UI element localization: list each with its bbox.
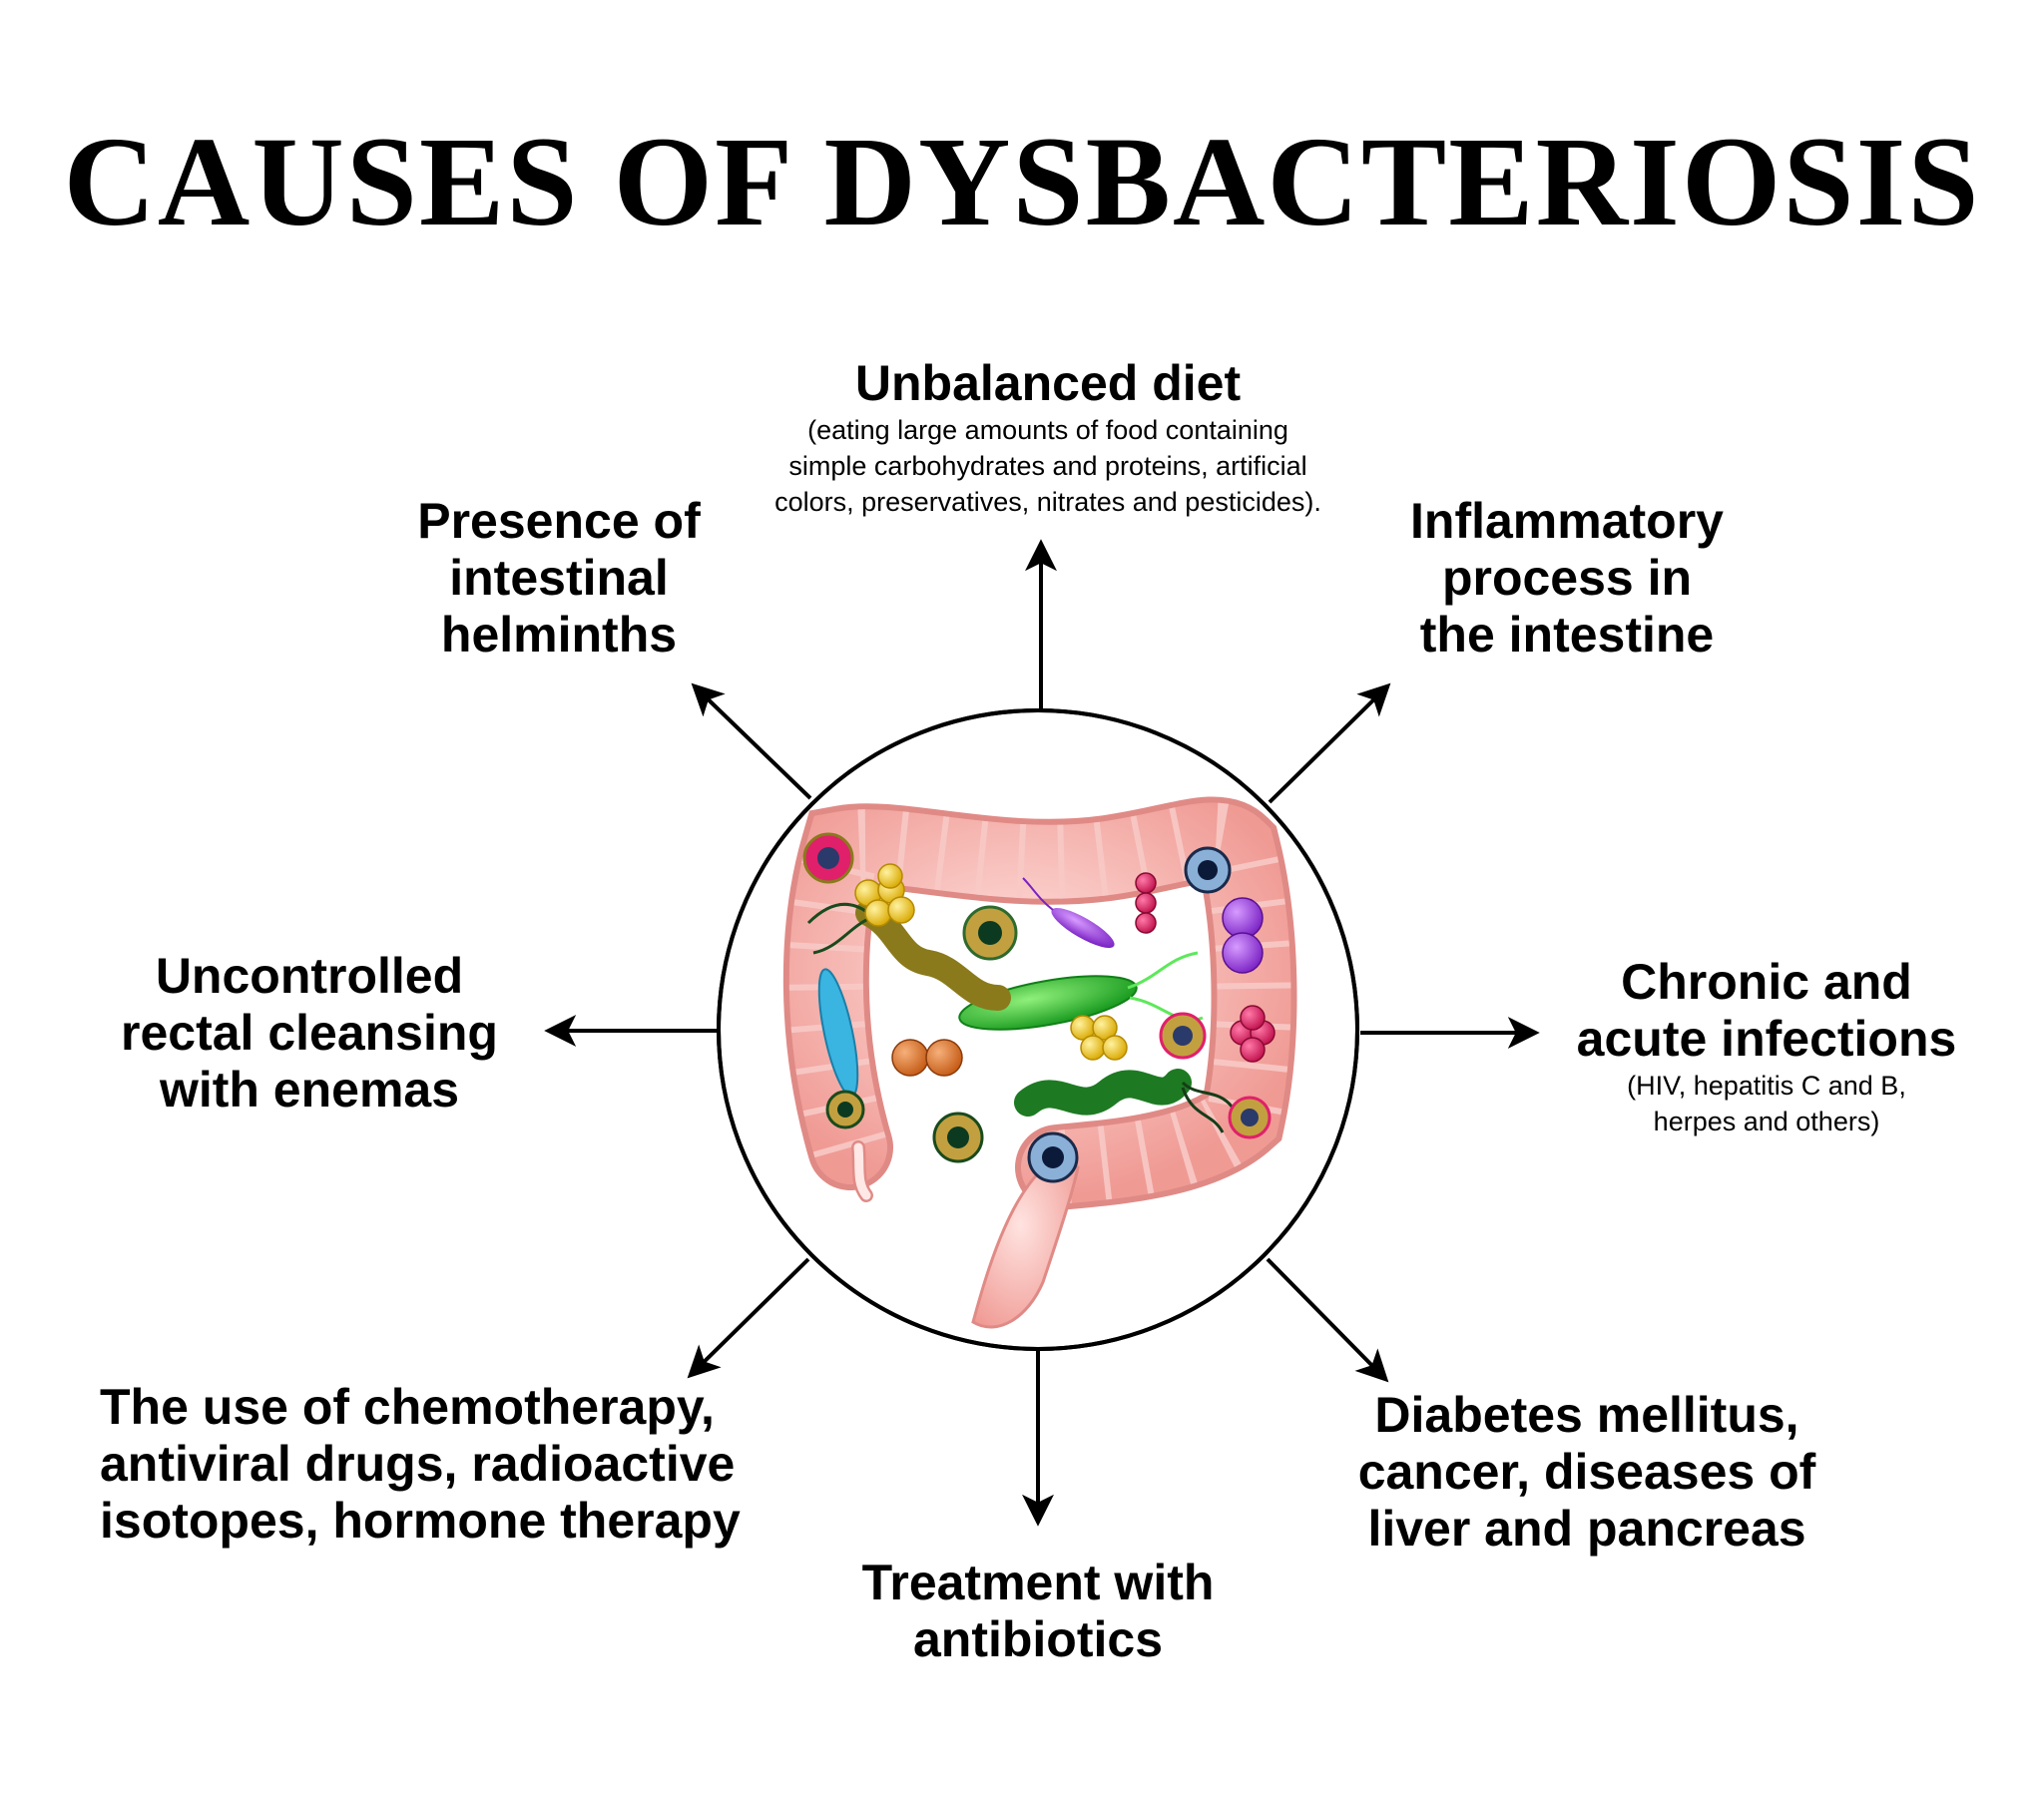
- page-title: CAUSES OF DYSBACTERIOSIS: [63, 111, 1981, 252]
- virus-icon: [962, 905, 1018, 961]
- virus-icon: [802, 832, 854, 884]
- cause-rectal-cleansing: Uncontrolled rectal cleansing with enema…: [100, 948, 519, 1119]
- virus-icon: [1228, 1096, 1272, 1139]
- cause-heading: Chronic and acute infections: [1576, 954, 1957, 1067]
- cause-detail: (eating large amounts of food containing…: [774, 415, 1321, 517]
- virus-icon: [1184, 846, 1232, 894]
- virus-icon: [825, 1090, 865, 1129]
- cause-heading: Inflammatory process in the intestine: [1410, 493, 1724, 663]
- cause-helminths: Presence of intestinal helminths: [359, 493, 759, 664]
- cause-heading: The use of chemotherapy, antiviral drugs…: [100, 1379, 741, 1549]
- arrow-down-right: [1266, 1257, 1389, 1383]
- cause-antibiotics: Treatment with antibiotics: [798, 1555, 1278, 1668]
- cause-heading: Unbalanced diet: [854, 355, 1242, 411]
- cause-heading: Treatment with antibiotics: [861, 1555, 1215, 1667]
- virus-icon: [932, 1112, 984, 1163]
- cause-unbalanced-diet: Unbalanced diet (eating large amounts of…: [729, 355, 1367, 520]
- arrow-up-left: [691, 682, 812, 800]
- virus-icon: [1027, 1131, 1079, 1183]
- arrow-up-right: [1268, 682, 1391, 804]
- cause-chronic-infections: Chronic and acute infections (HIV, hepat…: [1527, 954, 2006, 1139]
- cause-heading: Uncontrolled rectal cleansing with enema…: [121, 948, 498, 1118]
- arrow-down-left: [687, 1257, 810, 1379]
- cause-inflammatory-process: Inflammatory process in the intestine: [1357, 493, 1777, 664]
- cause-heading: Presence of intestinal helminths: [417, 493, 701, 663]
- cause-diabetes-cancer: Diabetes mellitus, cancer, diseases of l…: [1297, 1387, 1876, 1558]
- arrow-group: [544, 539, 1540, 1527]
- cause-chemotherapy: The use of chemotherapy, antiviral drugs…: [100, 1379, 838, 1550]
- colon-with-microbes-icon: [717, 708, 1359, 1351]
- virus-icon: [1159, 1012, 1207, 1060]
- cause-heading: Diabetes mellitus, cancer, diseases of l…: [1357, 1387, 1816, 1557]
- cause-detail: (HIV, hepatitis C and B, herpes and othe…: [1627, 1071, 1906, 1136]
